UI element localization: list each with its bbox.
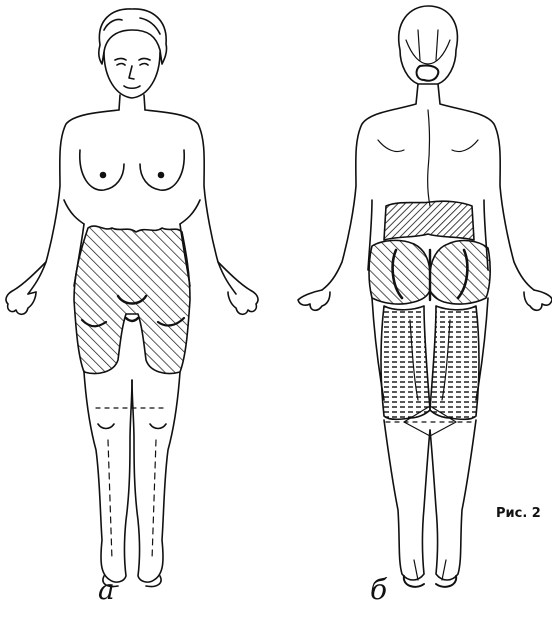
front-legs [84, 372, 132, 582]
back-thigh-region [381, 306, 430, 419]
figure-caption: Рис. 2 [496, 506, 541, 521]
panel-a-label: а [98, 573, 115, 606]
front-hatched-region [74, 226, 190, 373]
back-waist-band [384, 201, 474, 240]
front-hair [99, 9, 167, 64]
front-face [104, 52, 160, 98]
back-figure [298, 6, 552, 587]
front-figure [6, 9, 258, 587]
panel-b-label: б [370, 573, 387, 606]
